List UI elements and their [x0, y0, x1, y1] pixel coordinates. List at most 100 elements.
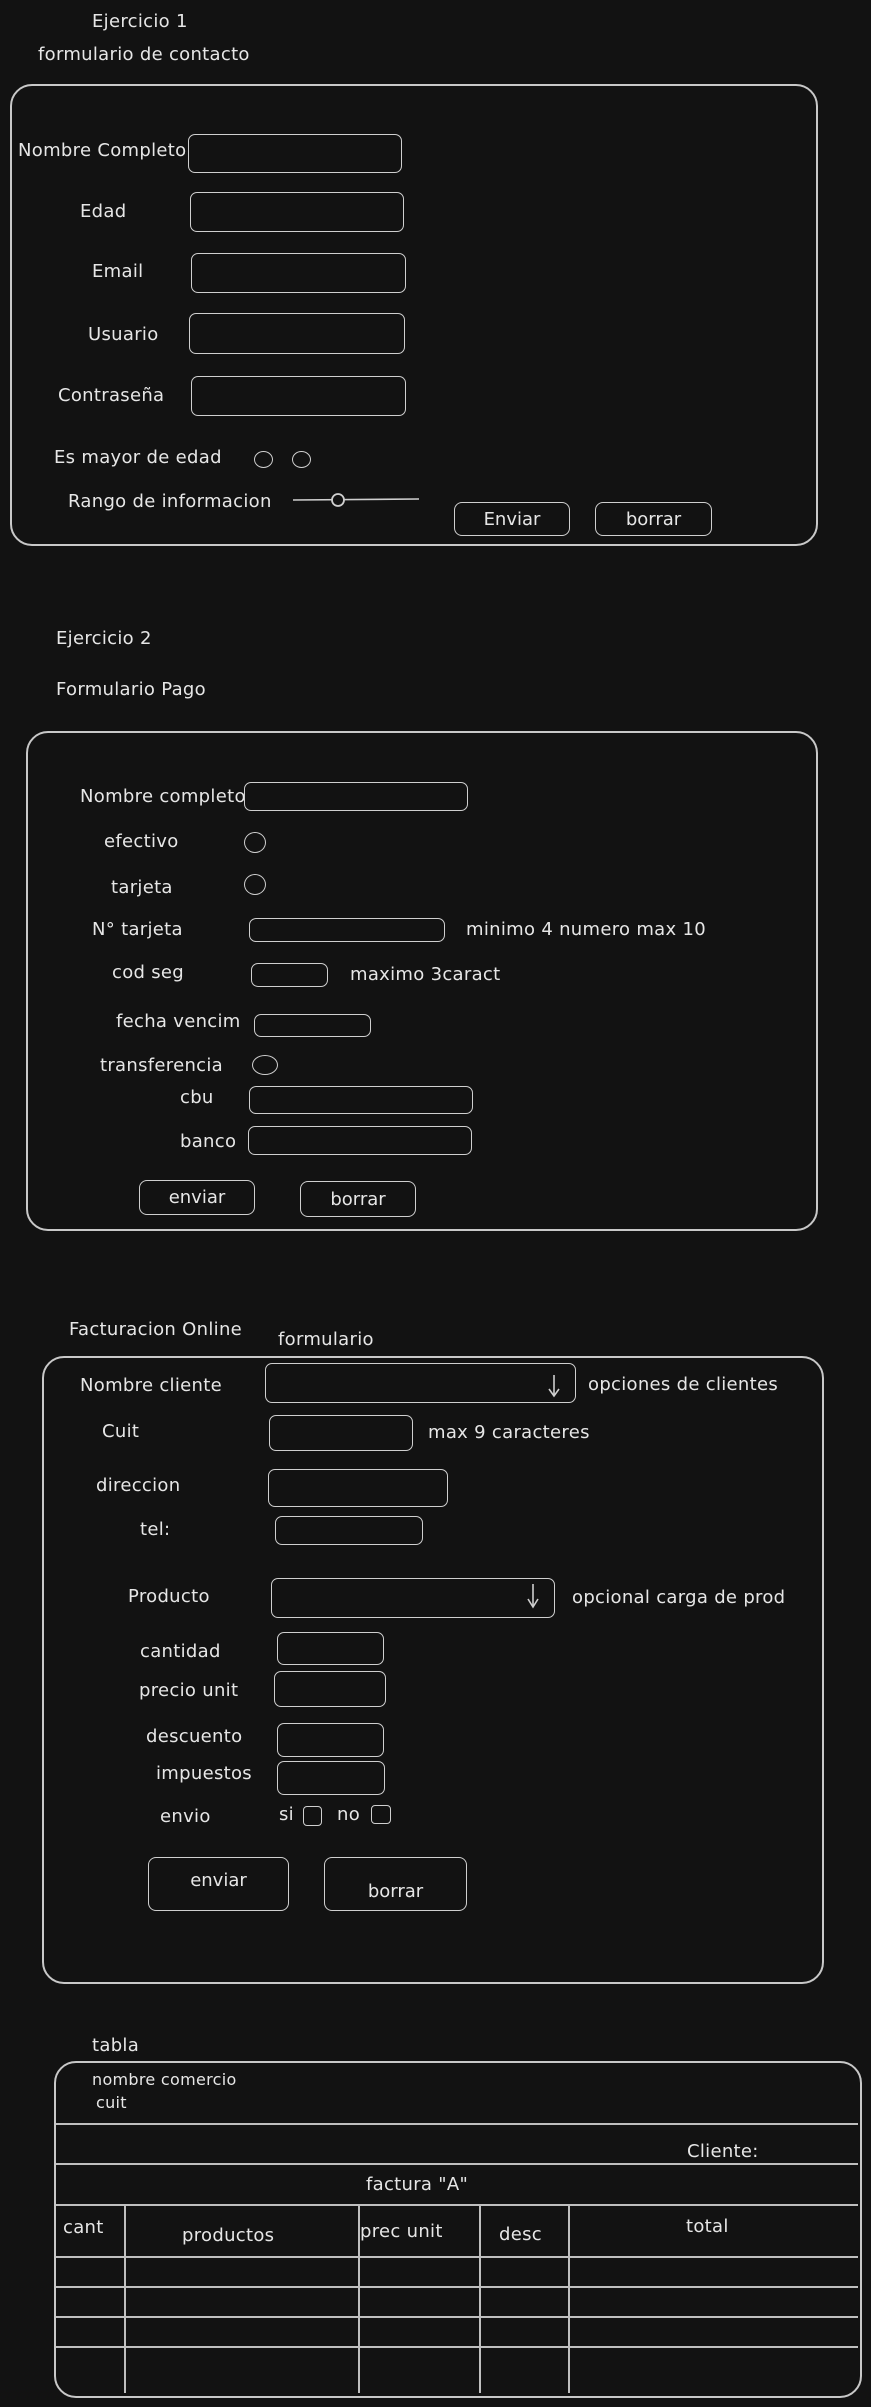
nombre-completo-input[interactable]: [188, 134, 402, 173]
table-row-divider: [56, 2286, 858, 2288]
table-row-divider: [56, 2316, 858, 2318]
cod-seg-note: maximo 3caract: [350, 964, 501, 985]
producto-label: Producto: [128, 1586, 210, 1607]
table-row-divider: [56, 2256, 858, 2258]
banco-label: banco: [180, 1131, 237, 1152]
invoice-table: [54, 2061, 862, 2398]
envio-no-checkbox[interactable]: [371, 1805, 391, 1824]
tel-label: tel:: [140, 1519, 171, 1540]
ex3-heading: Facturacion Online: [69, 1319, 243, 1340]
producto-note: opcional carga de prod: [572, 1587, 786, 1608]
contrasena-input[interactable]: [191, 376, 406, 416]
envio-si-label: si: [279, 1804, 294, 1825]
efectivo-radio[interactable]: [244, 832, 266, 853]
cantidad-input[interactable]: [277, 1632, 384, 1665]
cuit-comercio-label: cuit: [96, 2093, 127, 2112]
cliente-note: opciones de clientes: [588, 1374, 779, 1395]
tabla-heading: tabla: [92, 2035, 140, 2056]
cod-seg-input[interactable]: [251, 963, 328, 987]
table-column-divider: [358, 2205, 360, 2393]
cliente-field-label: Cliente:: [687, 2141, 759, 2162]
col-header: prec unit: [360, 2221, 443, 2242]
payment-form-panel: [26, 731, 818, 1231]
envio-label: envio: [160, 1806, 211, 1827]
pago-nombre-label: Nombre completo: [80, 786, 246, 807]
direccion-label: direccion: [96, 1475, 181, 1496]
rango-slider[interactable]: [292, 492, 423, 508]
ex1-heading: Ejercicio 1: [92, 11, 188, 32]
chevron-down-icon: [527, 1584, 539, 1609]
contact-form-panel: [10, 84, 818, 546]
email-input[interactable]: [191, 253, 406, 293]
envio-si-checkbox[interactable]: [303, 1806, 322, 1826]
transferencia-radio[interactable]: [252, 1055, 278, 1075]
mayor-edad-radio-2[interactable]: [292, 451, 311, 468]
producto-select[interactable]: [271, 1578, 555, 1618]
ex3-enviar-button[interactable]: enviar: [148, 1857, 289, 1911]
usuario-label: Usuario: [88, 324, 159, 345]
usuario-input[interactable]: [189, 313, 405, 354]
table-divider: [56, 2204, 858, 2206]
table-column-divider: [124, 2205, 126, 2393]
contrasena-label: Contraseña: [58, 385, 165, 406]
ex2-borrar-button[interactable]: borrar: [300, 1181, 416, 1217]
cliente-label: Nombre cliente: [80, 1375, 222, 1396]
pago-nombre-input[interactable]: [244, 782, 468, 811]
edad-input[interactable]: [190, 192, 404, 232]
num-tarjeta-note: minimo 4 numero max 10: [466, 919, 706, 940]
impuestos-label: impuestos: [156, 1763, 252, 1784]
cbu-label: cbu: [180, 1087, 214, 1108]
descuento-input[interactable]: [277, 1723, 384, 1757]
rango-label: Rango de informacion: [68, 491, 272, 512]
ex3-borrar-button[interactable]: borrar: [324, 1857, 467, 1911]
col-header: cant: [63, 2217, 104, 2238]
ex1-enviar-button[interactable]: Enviar: [454, 502, 570, 536]
ex2-enviar-button[interactable]: enviar: [139, 1180, 255, 1215]
nombre-comercio-label: nombre comercio: [92, 2070, 237, 2089]
table-divider: [56, 2123, 858, 2125]
num-tarjeta-input[interactable]: [249, 918, 445, 942]
col-header: total: [686, 2216, 729, 2237]
table-column-divider: [479, 2205, 481, 2393]
direccion-input[interactable]: [268, 1469, 448, 1507]
precio-unit-label: precio unit: [139, 1680, 239, 1701]
tel-input[interactable]: [275, 1516, 423, 1545]
billing-form-panel: [42, 1356, 824, 1984]
chevron-down-icon: [548, 1375, 560, 1398]
precio-unit-input[interactable]: [274, 1671, 386, 1707]
nombre-completo-label: Nombre Completo: [18, 140, 187, 161]
ex2-heading: Ejercicio 2: [56, 628, 152, 649]
fecha-venc-input[interactable]: [254, 1014, 371, 1037]
impuestos-input[interactable]: [277, 1761, 385, 1795]
tarjeta-radio[interactable]: [244, 874, 266, 895]
ex3-subheading: formulario: [278, 1329, 374, 1350]
col-header: desc: [499, 2224, 542, 2245]
ex1-subheading: formulario de contacto: [38, 44, 250, 65]
factura-title: factura "A": [366, 2174, 469, 2195]
num-tarjeta-label: N° tarjeta: [92, 919, 183, 940]
edad-label: Edad: [80, 201, 127, 222]
efectivo-label: efectivo: [104, 831, 179, 852]
cuit-note: max 9 caracteres: [428, 1422, 590, 1443]
cuit-input[interactable]: [269, 1415, 413, 1451]
cod-seg-label: cod seg: [112, 962, 185, 983]
fecha-venc-label: fecha vencim: [116, 1011, 241, 1032]
mayor-edad-radio-1[interactable]: [254, 451, 273, 468]
ex2-subheading: Formulario Pago: [56, 679, 206, 700]
ex1-borrar-button[interactable]: borrar: [595, 502, 712, 536]
cantidad-label: cantidad: [140, 1641, 221, 1662]
table-divider: [56, 2163, 858, 2165]
tarjeta-label: tarjeta: [111, 877, 173, 898]
cbu-input[interactable]: [249, 1086, 473, 1114]
table-column-divider: [568, 2205, 570, 2393]
col-header: productos: [182, 2225, 275, 2246]
mayor-edad-label: Es mayor de edad: [54, 447, 222, 468]
banco-input[interactable]: [248, 1126, 472, 1155]
cuit-label: Cuit: [102, 1421, 140, 1442]
table-row-divider: [56, 2346, 858, 2348]
cliente-select[interactable]: [265, 1363, 576, 1403]
envio-no-label: no: [337, 1804, 361, 1825]
email-label: Email: [92, 261, 144, 282]
transferencia-label: transferencia: [100, 1055, 224, 1076]
descuento-label: descuento: [146, 1726, 243, 1747]
